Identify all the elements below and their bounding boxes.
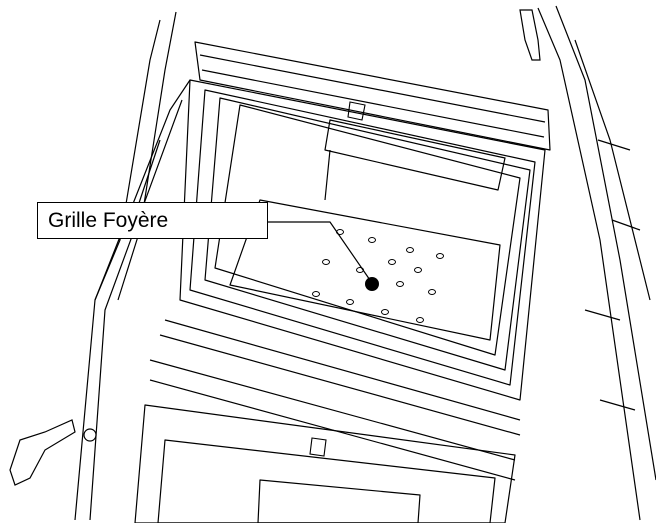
door-frame-outer (179, 79, 546, 401)
callout-target-dot (365, 277, 379, 291)
latch-icon (309, 101, 366, 457)
top-vent-grille (194, 41, 551, 151)
callout-leader-line (268, 221, 373, 284)
callout-label: Grille Foyère (48, 208, 169, 232)
firebox-grate-plate (229, 199, 501, 341)
firebox-baffle (324, 119, 506, 201)
door-handle (9, 419, 97, 486)
ash-drawer (134, 404, 516, 523)
top-right-handle (519, 9, 541, 61)
lower-frame-ledges (149, 319, 521, 481)
stove-side-panels (94, 5, 656, 521)
open-side-door (74, 79, 191, 521)
grate-holes (312, 229, 444, 323)
callout-label-box: Grille Foyère (37, 202, 268, 239)
